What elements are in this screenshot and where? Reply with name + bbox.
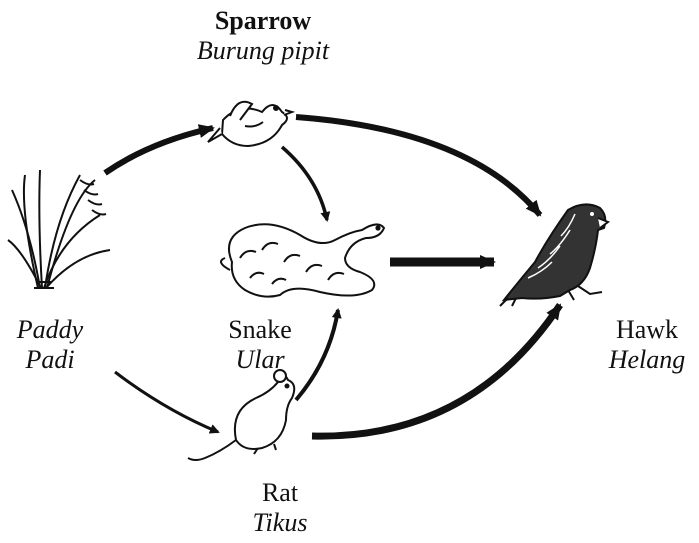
arrow-rat-to-hawk [312,305,560,436]
hawk-label: Hawk Helang [595,315,699,375]
rat-name-my: Tikus [230,508,330,538]
arrow-sparrow-to-snake [282,147,327,220]
paddy-name-en: Paddy [0,315,100,345]
hawk-name-en: Hawk [595,315,699,345]
paddy-label: Paddy Padi [0,315,100,375]
sparrow-name-en: Sparrow [183,6,343,36]
arrow-paddy-to-sparrow [105,128,213,173]
hawk-icon [500,204,608,306]
arrow-paddy-to-rat [115,372,218,432]
snake-icon [221,224,384,296]
sparrow-icon [208,102,292,146]
paddy-plant-icon [8,170,110,288]
rat-icon [188,370,294,460]
snake-label: Snake Ular [205,315,315,375]
hawk-name-my: Helang [595,345,699,375]
snake-name-en: Snake [205,315,315,345]
rat-label: Rat Tikus [230,478,330,538]
paddy-name-my: Padi [0,345,100,375]
snake-name-my: Ular [205,345,315,375]
arrow-sparrow-to-hawk [296,117,540,215]
sparrow-name-my: Burung pipit [183,36,343,66]
rat-name-en: Rat [230,478,330,508]
sparrow-label: Sparrow Burung pipit [183,6,343,66]
